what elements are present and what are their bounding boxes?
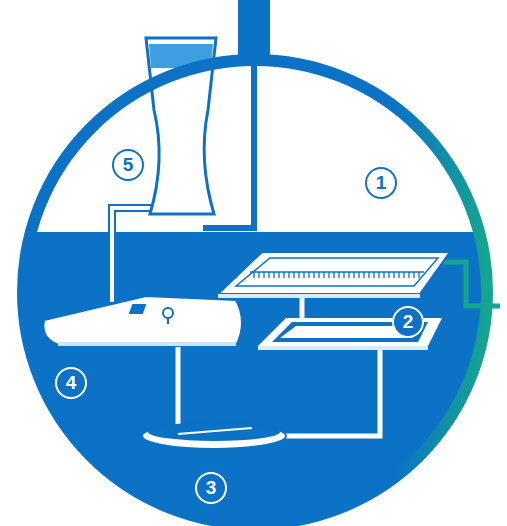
pipe-outline: [112, 208, 160, 302]
water-ground: [0, 232, 507, 526]
settling-disk: [142, 423, 286, 449]
callout-number: 3: [195, 472, 227, 504]
callout-number: 5: [112, 149, 144, 181]
callout-number: 1: [365, 167, 397, 199]
pipe: [285, 343, 380, 436]
treatment-unit: [43, 296, 242, 346]
outer-ring: [23, 60, 487, 524]
callout-number: 4: [55, 367, 87, 399]
clarifier-tray: [218, 252, 450, 298]
callout-number: 2: [392, 306, 424, 338]
pipe: [176, 340, 181, 428]
pipe: [112, 208, 160, 302]
